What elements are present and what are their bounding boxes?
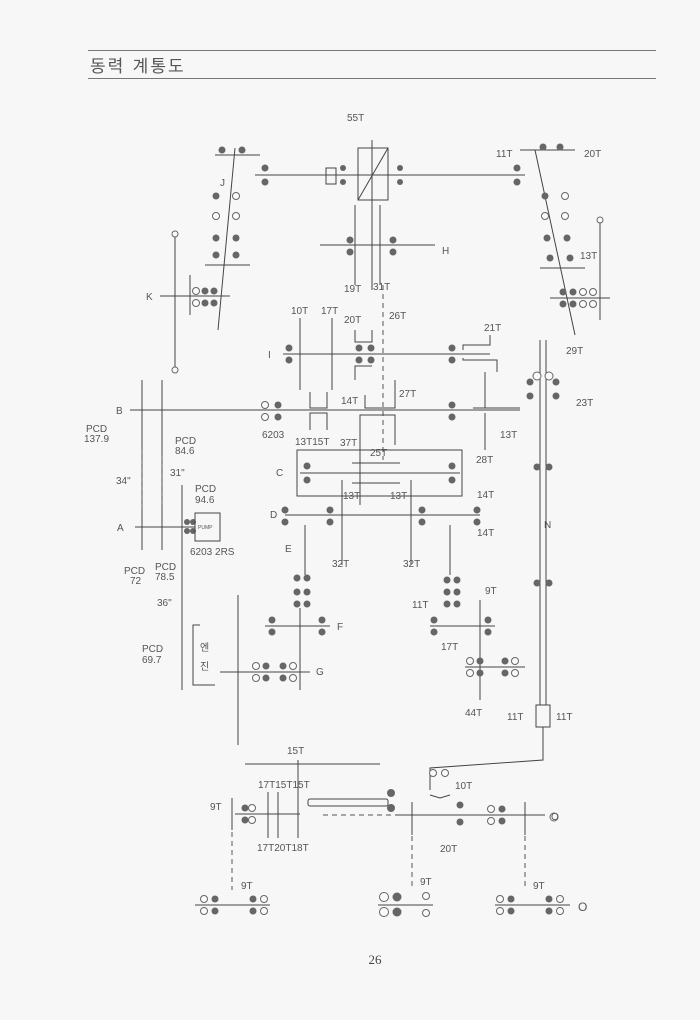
label: 11T [412,600,429,611]
label: F [337,622,343,633]
shaft-K [160,230,230,374]
label: PCD [86,424,107,435]
label: 31T [373,282,390,293]
label: 엔 [200,642,209,654]
label: J [220,178,225,189]
label: B [116,406,123,417]
label: 9T [210,802,222,813]
label: 진 [200,661,209,673]
shaft-I [283,318,498,408]
label: 11T [496,149,513,160]
label: G [316,667,324,678]
header-bottom-rule [88,78,656,79]
label: 26T [389,311,406,322]
bottom-axles [195,892,570,917]
label: 19T [344,284,361,295]
shaft-D [281,480,481,575]
label: 13T [390,491,407,502]
label: 17T [321,306,338,317]
label: 14T [341,396,358,407]
label: 78.5 [155,572,175,583]
label: N [544,520,551,531]
label: E [285,544,292,555]
shaft-B [130,380,520,450]
label: 14T [477,528,494,539]
label: I [268,350,271,361]
label: 84.6 [175,446,195,457]
label: D [270,510,277,521]
label: 20T [584,149,601,160]
diagram-labels: 55T J 11T 20T H 19T 31T 13T K 29T 10T 17… [84,113,601,914]
shaft-A [135,380,239,745]
label: 137.9 [84,434,109,445]
label: 17T [441,642,458,653]
label: PCD [195,484,216,495]
label: 27T [399,389,416,400]
label: 25T [370,448,387,459]
label: 44T [465,708,482,719]
label: 10T [291,306,308,317]
label: PCD [155,562,176,573]
shaft-N [429,340,560,790]
label: 34" [116,476,131,487]
chain-right [520,143,610,336]
label: 17T15T15T [258,780,310,791]
label: C [276,468,283,479]
label: 94.6 [195,495,215,506]
label: 36" [157,598,172,609]
label: 6203 [262,430,285,441]
label: 10T [455,781,472,792]
label: O [578,900,587,914]
label: 20T [344,315,361,326]
label: 32T [403,559,420,570]
label: 9T [241,881,253,892]
chain-J [205,146,260,331]
label: 72 [130,576,142,587]
pump-label: PUMP [198,525,213,531]
label: 21T [484,323,501,334]
label: 13T [343,491,360,502]
label: 29T [566,346,583,357]
label: 14T [477,490,494,501]
label: A [117,523,124,534]
label: PCD [142,644,163,655]
label: 6203 2RS [190,547,235,558]
label: 37T [340,438,357,449]
label: 11T [556,712,573,723]
label: 13T15T [295,437,329,448]
label: PCD [175,436,196,447]
page-title: 동력 계통도 [90,57,186,77]
label: PCD [124,566,145,577]
page-number: 26 [368,952,382,967]
label: K [146,292,153,303]
shaft-F-G [220,574,330,690]
shaft-C [296,443,463,505]
label: 9T [485,586,497,597]
label: 20T [440,844,457,855]
label: 9T [533,881,545,892]
label: 17T20T18T [257,843,309,854]
label: 55T [347,113,364,124]
label: 13T [580,251,597,262]
label: 23T [576,398,593,409]
label: 69.7 [142,655,162,666]
label: 13T [500,430,517,441]
label: 11T [507,712,524,723]
label: O [551,812,559,823]
label: 32T [332,559,349,570]
label: 15T [287,746,304,757]
shaft-right-lower [430,576,525,700]
header-top-rule [88,50,656,51]
shaft-O [231,760,559,890]
label: 9T [420,877,432,888]
label: 31" [170,468,185,479]
label: 28T [476,455,493,466]
pump-box [194,512,221,542]
top-shaft [255,140,525,290]
label: H [442,246,449,257]
